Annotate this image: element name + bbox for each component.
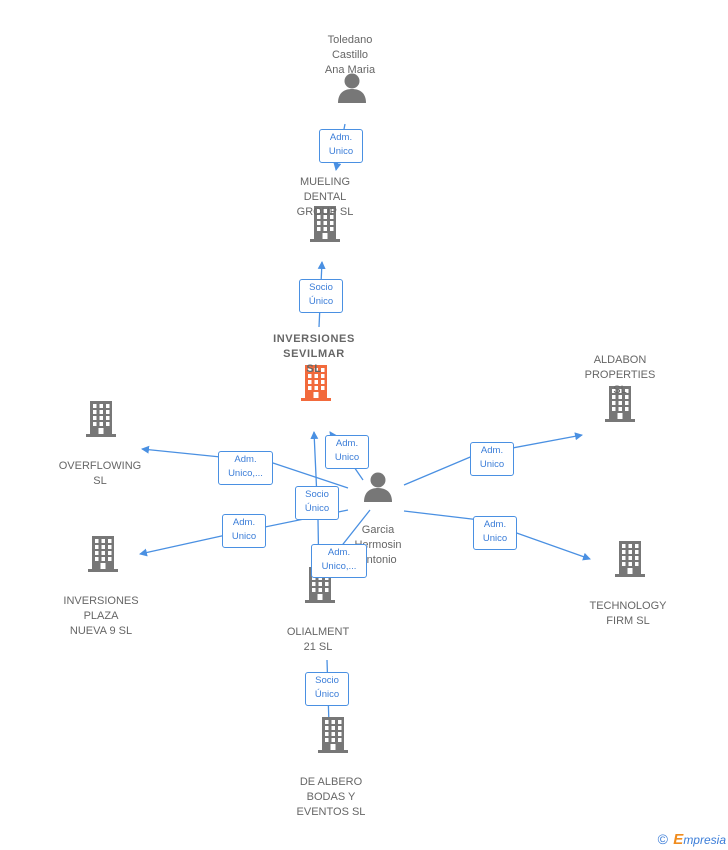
node-label[interactable]: OLIALMENT 21 SL bbox=[286, 626, 350, 653]
building-icon bbox=[86, 401, 116, 437]
relation-label-garcia-to-technology[interactable]: Adm. Unico bbox=[473, 516, 517, 550]
building-icon bbox=[605, 386, 635, 422]
company-node-icon[interactable] bbox=[615, 541, 645, 582]
node-label[interactable]: INVERSIONES SEVILMAR SL bbox=[273, 333, 355, 375]
company-node-icon[interactable] bbox=[88, 536, 118, 577]
company-node-icon[interactable] bbox=[86, 401, 116, 442]
relation-label-garcia-to-olialment[interactable]: Adm. Unico,... bbox=[311, 544, 367, 578]
building-icon bbox=[318, 717, 348, 753]
relation-label-garcia-to-aldabon[interactable]: Adm. Unico bbox=[470, 442, 514, 476]
relation-label-olialment-to-albero[interactable]: Socio Único bbox=[305, 672, 349, 706]
building-icon bbox=[301, 365, 331, 401]
building-icon bbox=[310, 206, 340, 242]
relation-label-garcia-to-overflowing[interactable]: Adm. Unico,... bbox=[218, 451, 273, 485]
building-icon bbox=[615, 541, 645, 577]
relation-label-sevilmar-to-mueling[interactable]: Socio Único bbox=[299, 279, 343, 313]
person-icon bbox=[364, 472, 392, 502]
relation-label-garcia-to-plaza[interactable]: Adm. Unico bbox=[222, 514, 266, 548]
person-icon bbox=[338, 73, 366, 103]
relation-label-toledano-to-mueling[interactable]: Adm. Unico bbox=[319, 129, 363, 163]
company-node-icon[interactable] bbox=[310, 206, 340, 247]
company-node-icon[interactable] bbox=[605, 386, 635, 427]
node-label[interactable]: Toledano Castillo Ana Maria bbox=[324, 34, 376, 76]
person-node-icon[interactable] bbox=[337, 72, 367, 109]
company-node-icon[interactable] bbox=[318, 717, 348, 758]
node-label[interactable]: ALDABON PROPERTIES SL bbox=[584, 354, 656, 396]
node-label[interactable]: MUELING DENTAL GROUP SL bbox=[296, 176, 354, 218]
node-label[interactable]: OVERFLOWING SL bbox=[58, 460, 142, 487]
brand-logo: Empresia bbox=[673, 831, 726, 848]
relation-label-olialment-to-sevilmar[interactable]: Socio Único bbox=[295, 486, 339, 520]
node-label[interactable]: INVERSIONES PLAZA NUEVA 9 SL bbox=[63, 595, 139, 637]
node-label[interactable]: TECHNOLOGY FIRM SL bbox=[589, 600, 667, 627]
company-node-icon[interactable] bbox=[301, 365, 331, 406]
building-icon bbox=[88, 536, 118, 572]
person-node-icon[interactable] bbox=[363, 471, 393, 508]
node-label[interactable]: DE ALBERO BODAS Y EVENTOS SL bbox=[296, 776, 366, 818]
copyright-icon: © bbox=[657, 831, 668, 847]
footer-brand: © Empresia bbox=[658, 831, 726, 848]
relation-label-garcia-to-sevilmar[interactable]: Adm. Unico bbox=[325, 435, 369, 469]
